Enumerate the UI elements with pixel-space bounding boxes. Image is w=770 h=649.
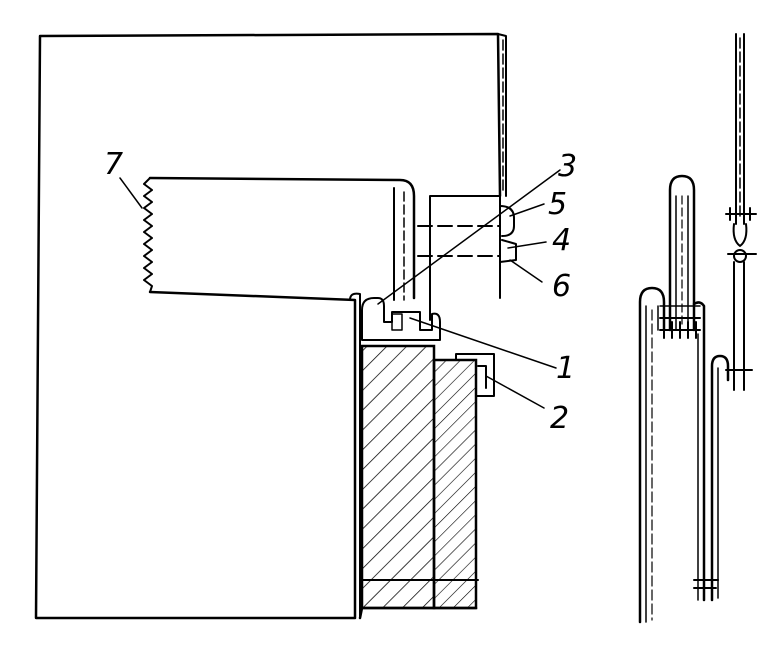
middle-detail	[638, 174, 717, 624]
label-6: 6	[552, 269, 571, 304]
label-1: 1	[556, 351, 575, 386]
lock-tab	[391, 313, 403, 331]
right-seam-strip	[497, 33, 507, 197]
main-section: 7 3 5 4 6 1 2	[34, 32, 577, 620]
left-seam-strip	[349, 292, 361, 619]
leader-lines	[119, 169, 561, 409]
upper-panel	[148, 176, 416, 300]
label-3: 3	[558, 149, 577, 184]
lock-joint	[361, 297, 441, 341]
torn-edge	[143, 177, 153, 293]
label-5: 5	[548, 187, 567, 222]
wedge-6	[499, 239, 517, 263]
label-4: 4	[552, 223, 571, 258]
vertical-plate	[429, 195, 501, 321]
hatched-block-right	[432, 358, 478, 610]
clip-5	[499, 205, 515, 237]
label-7: 7	[104, 147, 123, 182]
label-2: 2	[550, 401, 569, 436]
hatched-block-left	[360, 344, 436, 610]
right-detail	[695, 33, 757, 602]
